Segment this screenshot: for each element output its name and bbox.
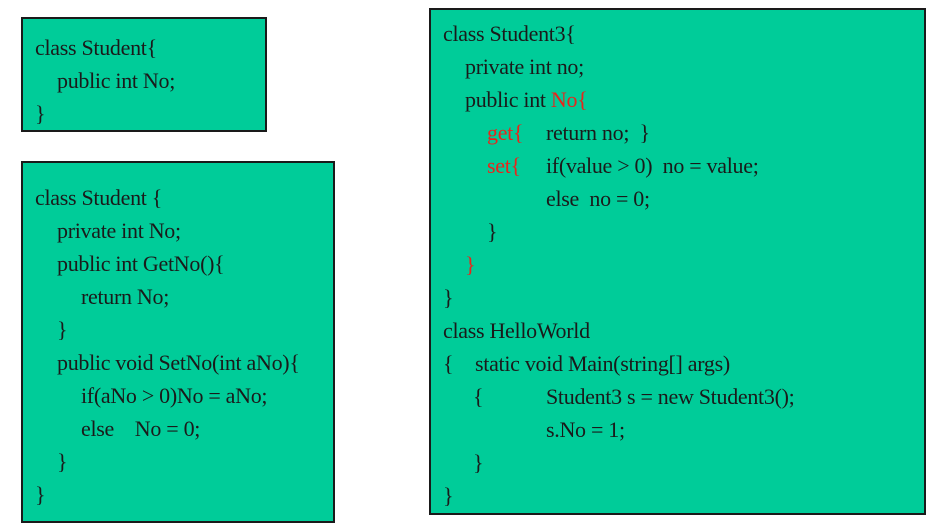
property-closing-brace: } — [465, 252, 476, 277]
code-line: public int No; — [57, 68, 176, 93]
code-box-property: class Student3{ private int no; public i… — [429, 8, 926, 515]
code-line: { — [443, 351, 454, 376]
code-line: else no = 0; — [546, 186, 650, 211]
code-line: public int No{ — [465, 87, 588, 112]
code-line: else No = 0; — [81, 416, 201, 441]
code-line: { — [473, 384, 484, 409]
set-accessor-keyword: set{ — [487, 153, 521, 178]
code-line: class HelloWorld — [443, 318, 590, 343]
code-line: public int GetNo(){ — [57, 251, 225, 276]
code-line: private int no; — [465, 54, 584, 79]
code-line: private int No; — [57, 218, 181, 243]
code-line: s.No = 1; — [546, 417, 625, 442]
code-text: public int — [465, 87, 551, 112]
get-accessor-keyword: get{ — [487, 120, 524, 145]
code-line: } — [57, 449, 68, 474]
code-box-public-field: class Student{ public int No; } — [21, 17, 267, 132]
code-line: return no; } — [546, 120, 650, 145]
code-line: class Student{ — [35, 35, 157, 60]
code-line: class Student { — [35, 185, 163, 210]
code-line: } — [35, 101, 46, 126]
code-line: Student3 s = new Student3(); — [546, 384, 795, 409]
code-line: if(aNo > 0)No = aNo; — [81, 383, 268, 408]
code-line: } — [443, 285, 454, 310]
code-line: public void SetNo(int aNo){ — [57, 350, 300, 375]
code-line: } — [57, 317, 68, 342]
code-line: } — [487, 219, 498, 244]
code-line: } — [35, 482, 46, 507]
code-line: if(value > 0) no = value; — [546, 153, 759, 178]
code-line: class Student3{ — [443, 21, 576, 46]
code-line: } — [443, 483, 454, 508]
code-line: return No; — [81, 284, 170, 309]
code-box-getter-setter: class Student { private int No; public i… — [21, 161, 335, 523]
property-name-highlight: No{ — [550, 87, 588, 112]
code-line: static void Main(string[] args) — [475, 351, 730, 376]
code-line: } — [473, 450, 484, 475]
